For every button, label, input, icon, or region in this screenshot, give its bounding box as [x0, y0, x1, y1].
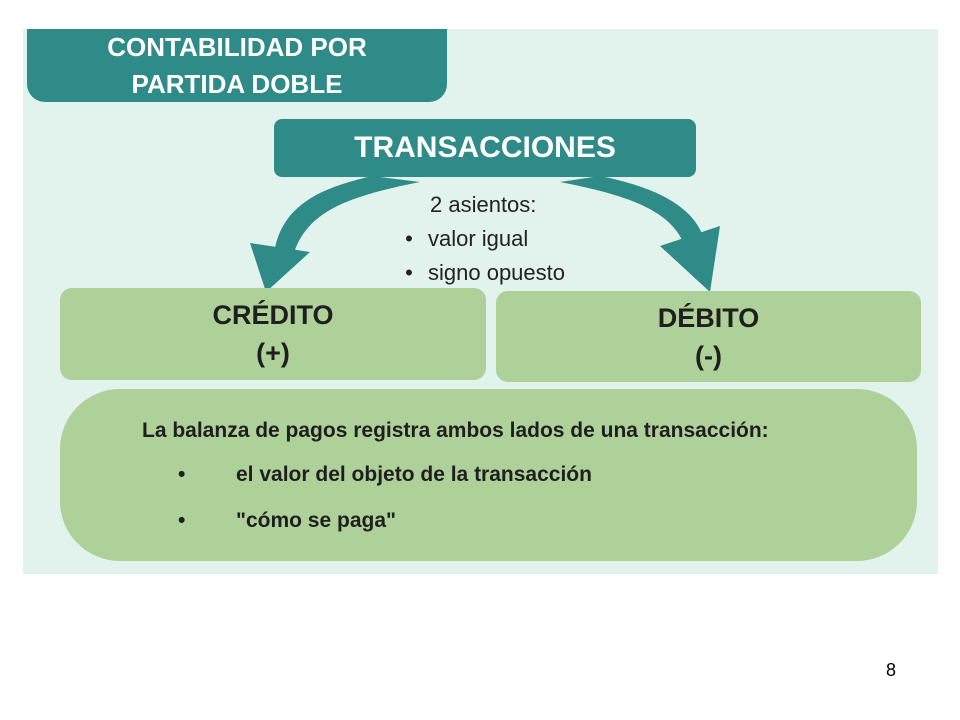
transactions-box: TRANSACCIONES [274, 119, 696, 177]
credit-box: CRÉDITO (+) [60, 288, 486, 380]
arrow-left-head [250, 243, 310, 292]
title-banner: CONTABILIDAD POR PARTIDA DOBLE [27, 29, 447, 102]
title-line-2: PARTIDA DOBLE [131, 69, 343, 99]
balance-item-text: el valor del objeto de la transacción [236, 463, 592, 486]
transactions-label: TRANSACCIONES [354, 131, 616, 164]
balance-intro: La balanza de pagos registra ambos lados… [142, 419, 769, 442]
bullet-icon: • [405, 226, 413, 251]
entries-item: • signo opuesto [390, 256, 590, 290]
debit-box: DÉBITO (-) [496, 291, 921, 382]
balance-item-text: "cómo se paga" [236, 509, 396, 532]
entries-item-text: valor igual [428, 226, 529, 251]
balance-item: • el valor del objeto de la transacción [178, 463, 592, 487]
balance-box: La balanza de pagos registra ambos lados… [60, 389, 917, 561]
entries-item: • valor igual [390, 222, 590, 256]
balance-item: • "cómo se paga" [178, 509, 396, 533]
arrow-left-body [275, 176, 420, 250]
credit-sign: (+) [256, 338, 290, 368]
debit-label: DÉBITO [657, 302, 760, 333]
entries-note: 2 asientos: • valor igual • signo opuest… [390, 188, 590, 290]
entries-heading: 2 asientos: [430, 192, 537, 217]
arrow-right-head [660, 226, 720, 292]
debit-sign: (-) [695, 340, 722, 371]
page-number: 8 [886, 660, 897, 680]
credit-label: CRÉDITO [212, 300, 334, 330]
bullet-icon: • [178, 463, 186, 486]
entries-item-text: signo opuesto [428, 260, 565, 285]
bullet-icon: • [178, 509, 186, 532]
title-line-1: CONTABILIDAD POR [107, 32, 367, 62]
bullet-icon: • [405, 260, 413, 285]
